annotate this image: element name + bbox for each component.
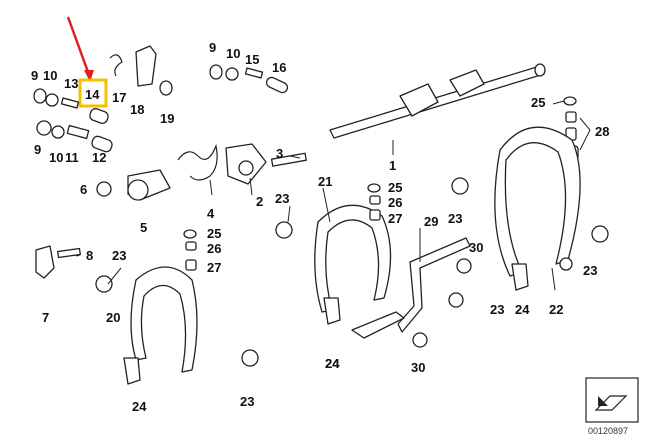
label-25a: 25 [531, 95, 545, 110]
label-23e: 23 [583, 263, 597, 278]
leader-lines [75, 100, 591, 291]
label-9c: 9 [209, 40, 216, 55]
highlight-box [78, 78, 108, 108]
label-25c: 25 [207, 226, 221, 241]
label-17: 17 [112, 90, 126, 105]
label-27c: 27 [207, 260, 221, 275]
label-5: 5 [140, 220, 147, 235]
label-14: 14 [85, 87, 100, 102]
shift-rod [329, 63, 546, 139]
label-28: 28 [595, 124, 609, 139]
label-27b: 27 [388, 211, 402, 226]
label-10c: 10 [226, 46, 240, 61]
label-23f: 23 [240, 394, 254, 409]
labels: 9 10 13 14 17 18 19 9 10 11 12 9 10 15 1… [31, 40, 609, 414]
label-24a: 24 [515, 302, 530, 317]
label-23d: 23 [490, 302, 504, 317]
label-10a: 10 [43, 68, 57, 83]
label-30a: 30 [469, 240, 483, 255]
part-group-middle-right [323, 237, 529, 348]
label-29: 29 [424, 214, 438, 229]
label-20: 20 [106, 310, 120, 325]
catalog-stamp: 00120897 [585, 377, 639, 436]
fork-right [451, 126, 609, 277]
label-16: 16 [272, 60, 286, 75]
label-26b: 26 [388, 195, 402, 210]
label-8: 8 [86, 248, 93, 263]
label-3: 3 [276, 146, 283, 161]
label-24d: 24 [325, 356, 340, 371]
label-6: 6 [80, 182, 87, 197]
label-11: 11 [65, 150, 79, 165]
label-12: 12 [92, 150, 106, 165]
part-group-lower-left [35, 229, 259, 385]
part-group-center [96, 143, 307, 201]
fork-middle [275, 183, 392, 313]
label-9a: 9 [31, 68, 38, 83]
label-7: 7 [42, 310, 49, 325]
label-15: 15 [245, 52, 259, 67]
label-23c: 23 [448, 211, 462, 226]
label-21: 21 [318, 174, 332, 189]
label-18: 18 [130, 102, 144, 117]
label-2: 2 [256, 194, 263, 209]
label-10b: 10 [49, 150, 63, 165]
label-26c: 26 [207, 241, 221, 256]
label-4: 4 [207, 206, 215, 221]
label-19: 19 [160, 111, 174, 126]
label-22: 22 [549, 302, 563, 317]
label-24b: 24 [325, 356, 340, 371]
label-30b: 30 [411, 360, 425, 375]
catalog-number: 00120897 [588, 426, 628, 436]
label-9b: 9 [34, 142, 41, 157]
part-group-top-left [33, 45, 289, 153]
highlight-arrow [66, 16, 94, 82]
label-1: 1 [389, 158, 396, 173]
label-23a: 23 [275, 191, 289, 206]
label-25b: 25 [388, 180, 402, 195]
label-24c: 24 [132, 399, 147, 414]
label-13: 13 [64, 76, 78, 91]
label-23b: 23 [112, 248, 126, 263]
